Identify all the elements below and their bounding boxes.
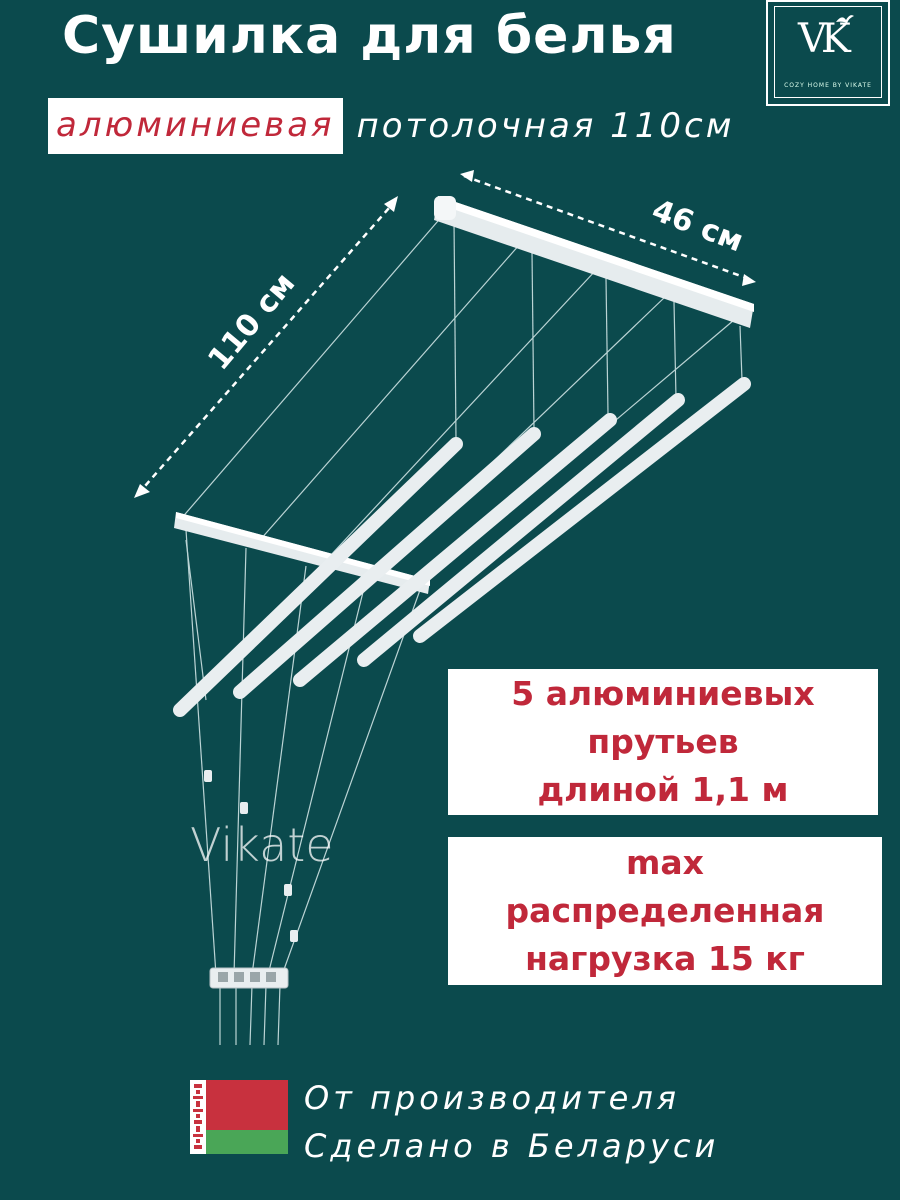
subtitle: алюминиевая потолочная 110см [48, 97, 734, 155]
load-line-2: распределенная [505, 891, 825, 930]
width-arrow-head-left [460, 170, 474, 182]
rod-5 [413, 377, 751, 643]
logo-frame [774, 6, 882, 98]
length-arrow [137, 199, 397, 495]
drying-rods [173, 377, 751, 717]
rods-info-box: 5 алюминиевых прутьев длиной 1,1 м [448, 669, 878, 815]
rods-line-2: прутьев [587, 722, 739, 761]
load-line-3: нагрузка 15 кг [525, 939, 805, 978]
subtitle-highlight: алюминиевая [48, 98, 343, 154]
width-label: 46 см [647, 193, 748, 260]
width-arrow-head-right [742, 274, 756, 286]
origin-line-1: От производителя [304, 1079, 681, 1117]
rod-2 [233, 427, 541, 699]
length-label: 110 см [201, 266, 302, 377]
page-title: Сушилка для белья [62, 6, 677, 66]
cord-stoppers [204, 770, 298, 942]
watermark: Vikate [190, 818, 334, 872]
load-info-box: max распределенная нагрузка 15 кг [448, 837, 882, 985]
origin-line-2: Сделано в Беларуси [304, 1127, 720, 1165]
belarus-flag-icon [190, 1080, 288, 1154]
length-arrow-head-top [384, 196, 398, 212]
brand-logo: VK COZY HOME BY VIKATE [766, 0, 890, 106]
rod-4 [357, 393, 685, 667]
load-line-1: max [626, 843, 704, 882]
origin-text: От производителя Сделано в Беларуси [304, 1074, 719, 1170]
rods-line-3: длиной 1,1 м [537, 770, 789, 809]
bird-icon [836, 15, 854, 23]
rods-line-1: 5 алюминиевых [511, 674, 815, 713]
ceiling-rail-back [434, 196, 754, 328]
rod-3 [293, 413, 617, 687]
logo-mark: VK [798, 16, 851, 62]
rod-1 [173, 437, 463, 717]
subtitle-rest: потолочная 110см [356, 106, 735, 146]
length-arrow-head-bottom [134, 484, 150, 498]
logo-tagline: COZY HOME BY VIKATE [784, 82, 872, 89]
width-arrow [463, 174, 753, 282]
cord-lock [209, 967, 289, 989]
